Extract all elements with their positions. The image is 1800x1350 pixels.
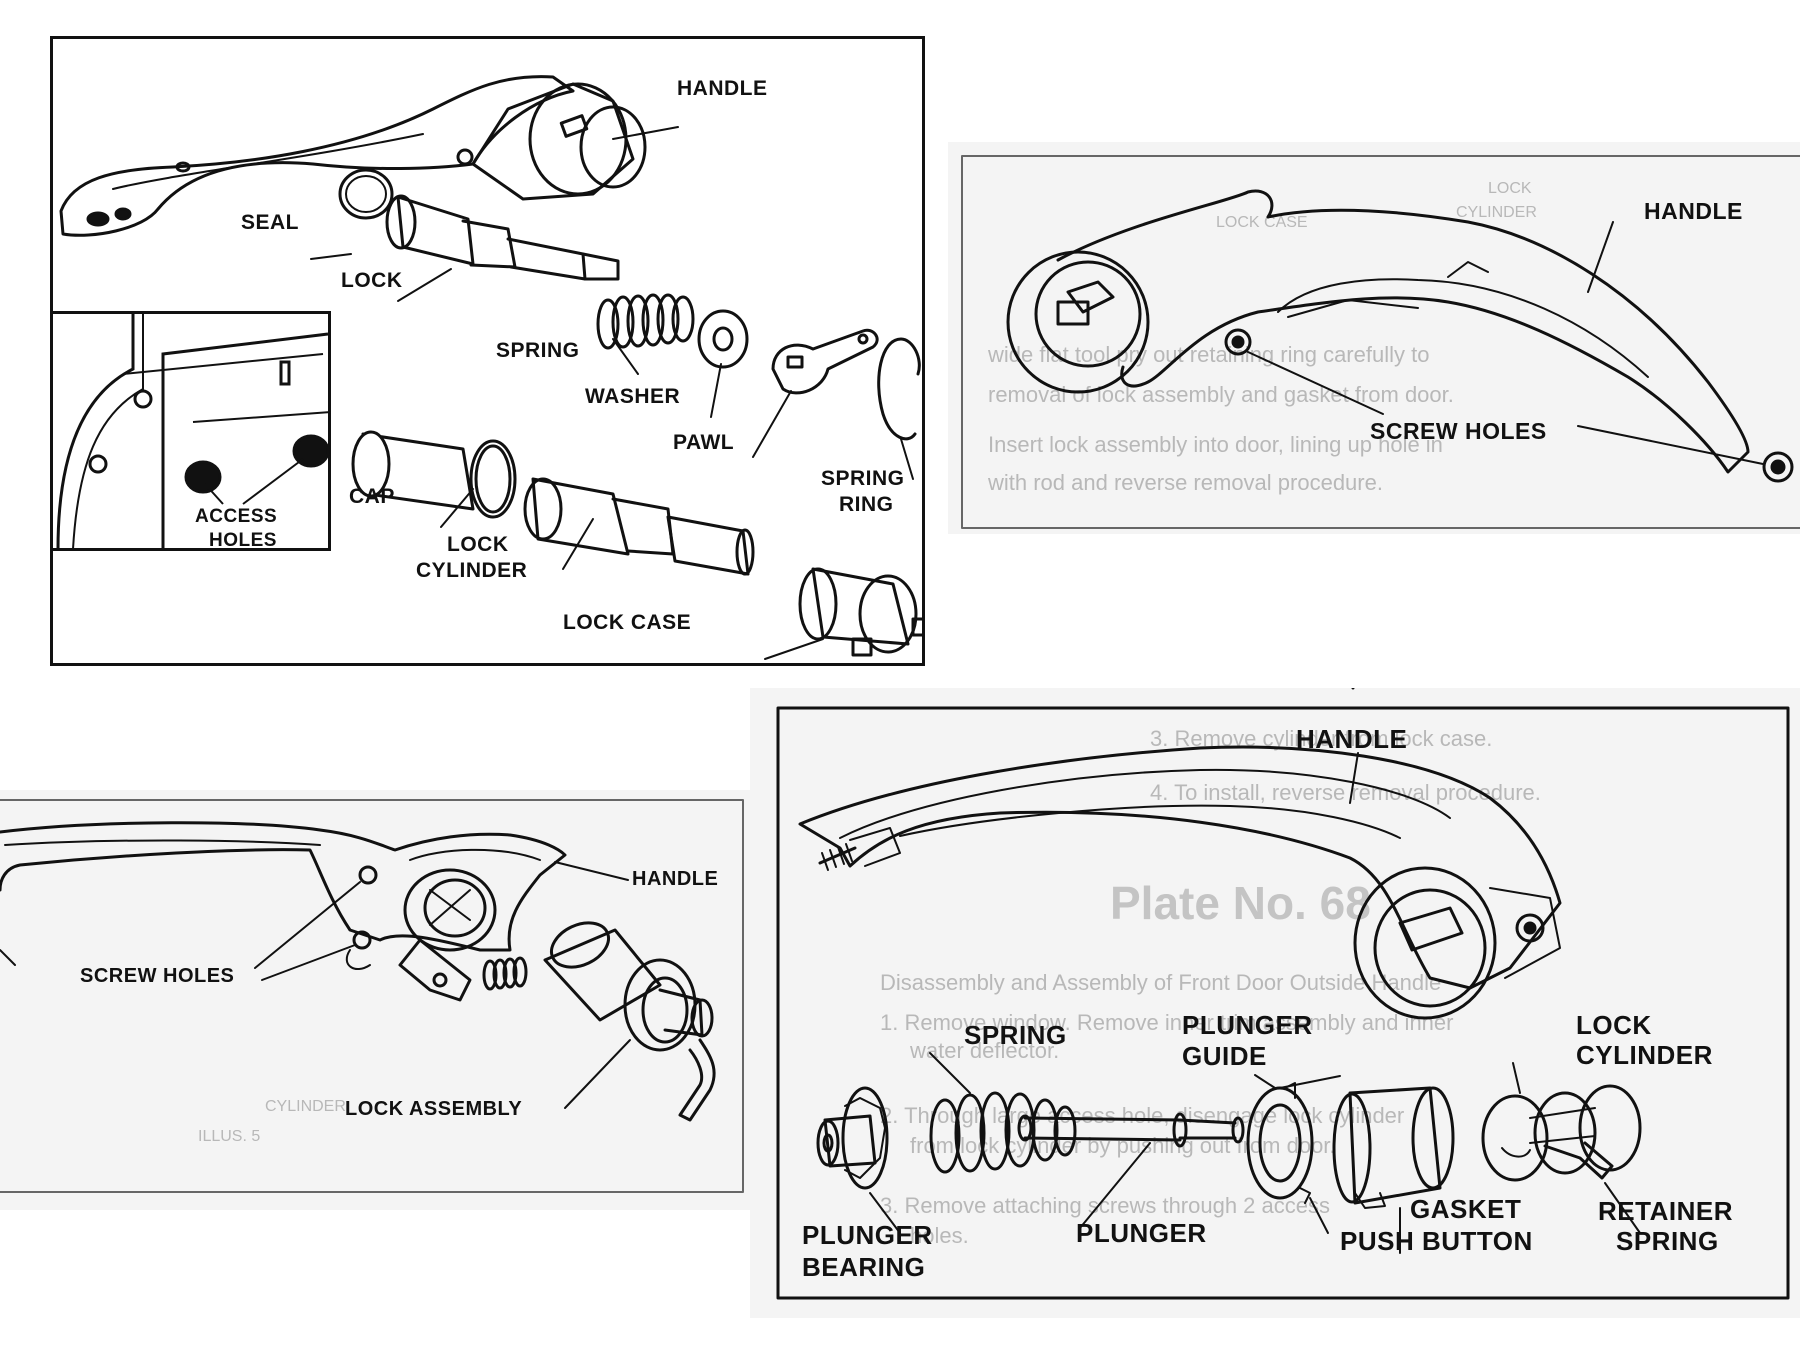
label-lock-cylinder-1: LOCK: [1576, 1010, 1652, 1040]
ghost-step4: 4. To install, reverse removal procedure…: [1150, 780, 1541, 805]
label-washer: WASHER: [585, 385, 681, 408]
lock-assembly-drawing: [0, 799, 744, 1193]
lock-assembly-shape: [543, 921, 716, 1122]
ghost-line-3: Insert lock assembly into door, lining u…: [988, 432, 1443, 457]
push-button-lock-drawing: [776, 688, 1790, 1300]
access-holes-inset: ACCESS HOLES: [53, 311, 331, 551]
pawl-shape: [771, 328, 879, 395]
lock-cylinder-shape: [1481, 1084, 1642, 1182]
lock-case-shape: [798, 567, 922, 657]
lock-cylinder-shape: [523, 477, 755, 576]
label-pawl: PAWL: [673, 431, 735, 454]
label-spring-ring-2: RING: [839, 493, 894, 516]
ghost-cylinder: CYLINDER: [265, 1098, 346, 1115]
handle-screw-holes-drawing: [961, 155, 1800, 529]
ghost-s2a: 2. Through large access hole, disengage …: [880, 1103, 1405, 1128]
label-lock-case: LOCK CASE: [563, 611, 692, 634]
ghost-s3b: holes.: [910, 1223, 969, 1248]
ghost-lock: LOCK: [1488, 180, 1532, 197]
panel-push-button-lock: 3. Remove cylinder from lock case. 4. To…: [750, 688, 1800, 1318]
label-plunger-bearing-1: PLUNGER: [802, 1220, 933, 1250]
ghost-illus: ILLUS. 5: [198, 1128, 261, 1145]
label-lock-cylinder-2: CYLINDER: [1576, 1040, 1713, 1070]
spring-shape: [596, 293, 695, 350]
label-spring-ring-1: SPRING: [821, 467, 905, 490]
label-handle: HANDLE: [1296, 724, 1408, 754]
exploded-lock-drawing: [59, 75, 922, 660]
ghost-s1a: 1. Remove window. Remove inner trim asse…: [880, 1010, 1454, 1035]
seal-shape: [338, 168, 394, 220]
ghost-cylinder: CYLINDER: [1456, 204, 1537, 221]
label-handle: HANDLE: [1644, 198, 1743, 224]
access-hole-left: [184, 460, 222, 494]
label-spring: SPRING: [964, 1020, 1067, 1050]
label-push-button: PUSH BUTTON: [1340, 1226, 1533, 1256]
handle-arm: [0, 821, 567, 952]
cap-shape: [351, 430, 517, 519]
panel-lock-assembly: CYLINDER ILLUS. 5: [0, 790, 752, 1210]
label-access-holes-1: ACCESS: [195, 506, 278, 527]
label-lock-cylinder-2: CYLINDER: [416, 559, 528, 582]
label-screw-holes: SCREW HOLES: [1370, 418, 1547, 444]
washer-shape: [697, 309, 749, 369]
ghost-line-4: with rod and reverse removal procedure.: [988, 470, 1383, 495]
ghost-heading: Disassembly and Assembly of Front Door O…: [880, 970, 1442, 995]
label-handle: HANDLE: [632, 868, 719, 890]
handle-shape: [59, 75, 575, 237]
label-retainer-spring-1: RETAINER: [1598, 1196, 1733, 1226]
screw-hole-1: [358, 865, 378, 885]
label-plunger-bearing-2: BEARING: [802, 1252, 926, 1282]
label-lock-cylinder-1: LOCK: [447, 533, 509, 556]
lock-shape: [396, 195, 475, 266]
handle-arm: [1056, 189, 1750, 474]
spring-ring-shape: [877, 337, 921, 441]
screw-hole-2: [352, 930, 372, 950]
label-lock: LOCK: [341, 269, 403, 292]
ghost-lock-case: LOCK CASE: [1216, 214, 1308, 231]
label-spring: SPRING: [496, 339, 580, 362]
panel-handle-screw-holes: LOCK CYLINDER LOCK CASE wide flat tool p…: [948, 142, 1800, 534]
label-plunger: PLUNGER: [1076, 1218, 1207, 1248]
plunger-guide-shape: [1246, 1082, 1314, 1204]
plunger-bearing-shape: [816, 1086, 889, 1190]
label-cap: CAP: [349, 485, 395, 508]
screw-hole-left: [1224, 328, 1252, 356]
label-plunger-guide-1: PLUNGER: [1182, 1010, 1313, 1040]
ghost-line-1: wide flat tool pry out retaining ring ca…: [988, 342, 1430, 367]
ghost-line-2: removal of lock assembly and gasket from…: [988, 382, 1454, 407]
handle-shape: [798, 745, 1562, 990]
label-screw-holes: SCREW HOLES: [80, 965, 235, 987]
label-handle: HANDLE: [677, 77, 768, 100]
ghost-plate: Plate No. 68: [1110, 877, 1371, 929]
panel-exploded-lock: ACCESS HOLES HANDLE SEAL LOCK SPRING WAS…: [50, 36, 925, 666]
screw-hole-right: [1762, 451, 1794, 483]
label-access-holes-2: HOLES: [209, 530, 277, 551]
door-inset-drawing: [56, 314, 331, 550]
label-retainer-spring-2: SPRING: [1616, 1226, 1719, 1256]
label-lock-assembly: LOCK ASSEMBLY: [345, 1098, 523, 1120]
plunger-shape: [1017, 1112, 1245, 1148]
label-seal: SEAL: [241, 211, 300, 234]
label-plunger-guide-2: GUIDE: [1182, 1041, 1267, 1071]
spring-coil-shape: [929, 1091, 1077, 1174]
push-button-shape: [1332, 1086, 1455, 1209]
mechanism-spring: [482, 956, 528, 991]
retainer-spring-shape: [1543, 1141, 1614, 1180]
handle-spring-stub: [818, 843, 857, 871]
label-gasket: GASKET: [1410, 1194, 1522, 1224]
